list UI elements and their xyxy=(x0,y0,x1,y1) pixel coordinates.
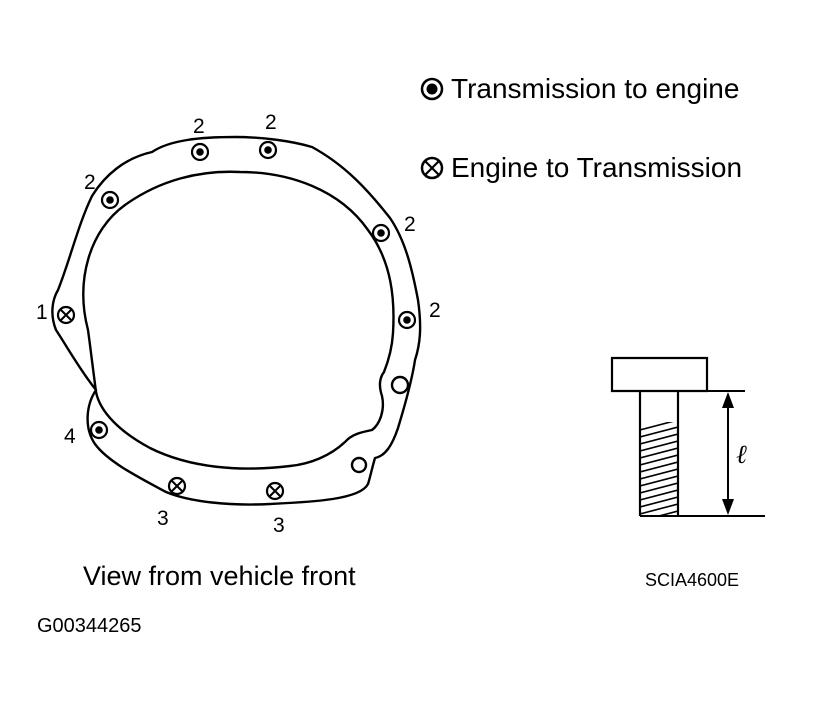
bolt-number-top-right: 2 xyxy=(265,111,277,134)
bolt-number-lower-left: 4 xyxy=(64,425,76,448)
bolt-head xyxy=(610,356,709,393)
bolt-number-top-left: 2 xyxy=(193,115,205,138)
view-caption: View from vehicle front xyxy=(83,561,356,591)
bolt-upper-left xyxy=(100,190,120,210)
bolt-left xyxy=(56,305,76,325)
bolt-lower-left xyxy=(89,420,109,440)
bolt-top-right xyxy=(258,140,278,160)
transmission-to-engine-symbol-icon xyxy=(420,77,444,101)
housing-outline xyxy=(51,135,422,506)
bolt-right-upper xyxy=(371,223,391,243)
bolt-number-right-upper: 2 xyxy=(404,213,416,236)
engine-to-transmission-symbol-icon xyxy=(420,156,444,180)
legend: Transmission to engine Engine to Transmi… xyxy=(420,73,742,183)
dimension-length-symbol: ℓ xyxy=(736,440,747,470)
bolt-number-right-middle: 2 xyxy=(429,299,441,322)
bolt-bottom-left xyxy=(167,476,187,496)
reference-code: SCIA4600E xyxy=(645,570,739,590)
bolt-top-left xyxy=(190,142,210,162)
legend-engine-to-transmission: Engine to Transmission xyxy=(451,152,742,183)
bolt-number-upper-left: 2 xyxy=(84,171,96,194)
bolt-shank xyxy=(638,391,680,516)
bolt-number-left: 1 xyxy=(36,301,48,324)
dowel-hole-right xyxy=(390,375,410,395)
dowel-hole-bottom xyxy=(350,456,368,474)
legend-transmission-to-engine: Transmission to engine xyxy=(451,73,739,104)
bolt-number-bottom-right: 3 xyxy=(273,514,285,537)
housing-outer-edge xyxy=(51,135,422,506)
figure-id: G00344265 xyxy=(37,615,142,637)
bolt-bottom-right xyxy=(265,481,285,501)
bolt-right-middle xyxy=(397,310,417,330)
bolt-number-bottom-left: 3 xyxy=(157,507,169,530)
bolt-threads xyxy=(640,422,678,516)
housing-inner-bore xyxy=(82,170,395,470)
bolt-length-detail: ℓ xyxy=(610,356,765,517)
